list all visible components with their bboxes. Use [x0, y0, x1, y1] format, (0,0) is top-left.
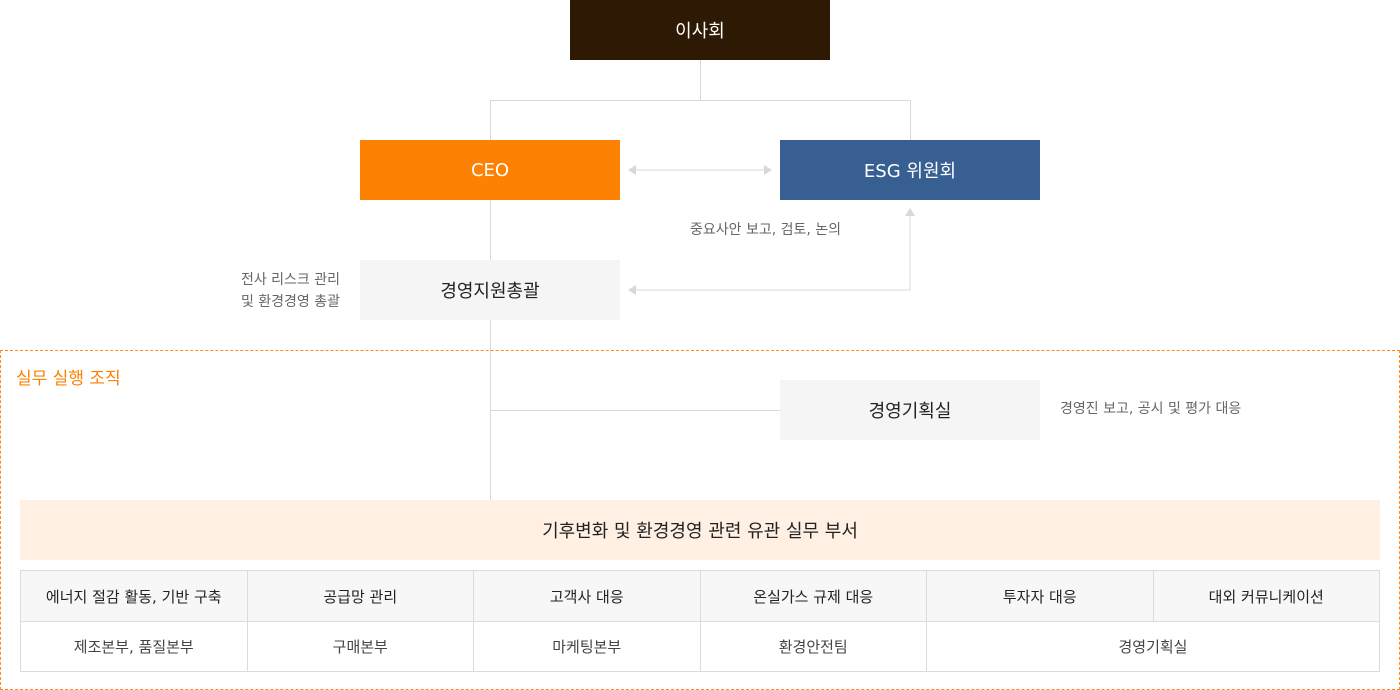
role-cell: 공급망 관리 — [246, 570, 474, 622]
exec-org-title: 실무 실행 조직 — [16, 369, 121, 389]
esg-committee-label: ESG 위원회 — [863, 161, 957, 182]
mgmt-note: 전사 리스크 관리 및 환경경영 총괄 — [180, 269, 340, 313]
mgmt-note-line1: 전사 리스크 관리 — [240, 272, 340, 288]
report-note: 중요사안 보고, 검토, 논의 — [690, 222, 842, 238]
role-cell: 투자자 대응 — [926, 570, 1154, 622]
departments-table: 에너지 절감 활동, 기반 구축 공급망 관리 고객사 대응 온실가스 규제 대… — [20, 570, 1380, 672]
mgmt-note-line2: 및 환경경영 총괄 — [240, 294, 340, 310]
mgmt-support-box: 경영지원총괄 — [360, 260, 620, 320]
role-cell: 에너지 절감 활동, 기반 구축 — [20, 570, 248, 622]
planning-office-box: 경영기획실 — [780, 380, 1040, 440]
role-cell: 온실가스 규제 대응 — [699, 570, 927, 622]
planning-branch-line — [490, 410, 780, 411]
board-branch-line — [490, 100, 911, 101]
mgmt-support-label: 경영지원총괄 — [440, 281, 540, 302]
role-cell: 고객사 대응 — [473, 570, 701, 622]
owner-cell: 경영기획실 — [926, 621, 1380, 672]
esg-drop-line — [910, 100, 911, 140]
owner-cell: 제조본부, 품질본부 — [20, 621, 248, 672]
ceo-to-mgmt-line — [490, 200, 491, 260]
role-cell: 대외 커뮤니케이션 — [1152, 570, 1380, 622]
department-roles-row: 에너지 절감 활동, 기반 구축 공급망 관리 고객사 대응 온실가스 규제 대… — [20, 570, 1380, 622]
ceo-box: CEO — [360, 140, 620, 200]
ceo-label: CEO — [470, 159, 510, 181]
departments-banner: 기후변화 및 환경경영 관련 유관 실무 부서 — [20, 500, 1380, 560]
mgmt-to-esg-arrow — [628, 208, 915, 295]
board-connector — [700, 60, 701, 100]
planning-note: 경영진 보고, 공시 및 평가 대응 — [1060, 401, 1242, 417]
owner-cell: 마케팅본부 — [473, 621, 701, 672]
board-label: 이사회 — [675, 21, 725, 42]
owner-cell: 환경안전팀 — [699, 621, 927, 672]
ceo-esg-double-arrow — [628, 165, 772, 175]
ceo-drop-line — [490, 100, 491, 140]
department-owners-row: 제조본부, 품질본부 구매본부 마케팅본부 환경안전팀 경영기획실 — [20, 621, 1380, 672]
esg-committee-box: ESG 위원회 — [780, 140, 1040, 200]
departments-banner-label: 기후변화 및 환경경영 관련 유관 실무 부서 — [542, 521, 858, 542]
board-box: 이사회 — [570, 0, 830, 60]
owner-cell: 구매본부 — [246, 621, 474, 672]
planning-office-label: 경영기획실 — [868, 401, 952, 422]
